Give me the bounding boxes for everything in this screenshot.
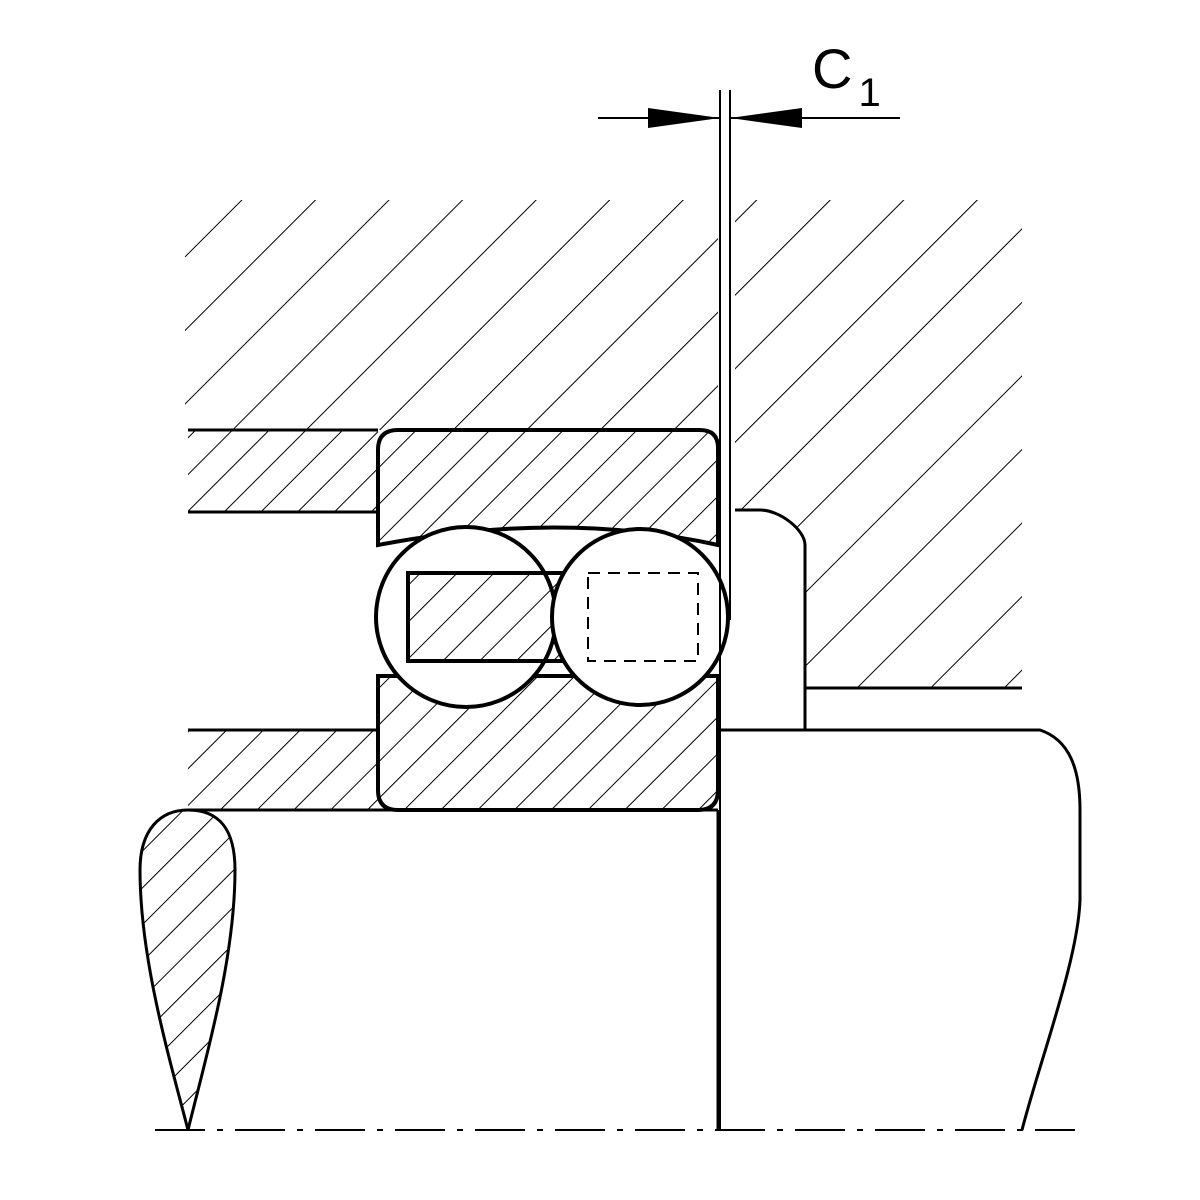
housing-left-hatch [185, 200, 718, 430]
dimension-symbol: C [812, 37, 852, 100]
cage-section [406, 571, 570, 663]
shaft-break [138, 808, 718, 1131]
housing-bore-hatch [188, 430, 378, 512]
spacer-ring [735, 508, 807, 732]
dimension-arrow-left [648, 108, 720, 128]
shaft-band [188, 728, 378, 810]
reference-lines [719, 90, 731, 1130]
housing-bore-band [188, 428, 378, 514]
dimension-subscript: 1 [858, 71, 880, 115]
ball-right [550, 527, 730, 707]
housing [185, 200, 1022, 690]
outer-ring-section [376, 428, 720, 548]
cage-hidden-outline [587, 572, 699, 662]
shaft-break-section [138, 808, 237, 1131]
spacer-ring-outline [735, 508, 807, 732]
housing-right-hatch [735, 200, 1022, 688]
shaft-outline [718, 728, 1082, 1131]
shaft [716, 728, 1082, 1131]
dimension-arrow-right [730, 108, 802, 128]
rolling-elements [374, 525, 730, 709]
outer-ring [376, 428, 720, 548]
shaft-band-hatch [188, 730, 378, 810]
